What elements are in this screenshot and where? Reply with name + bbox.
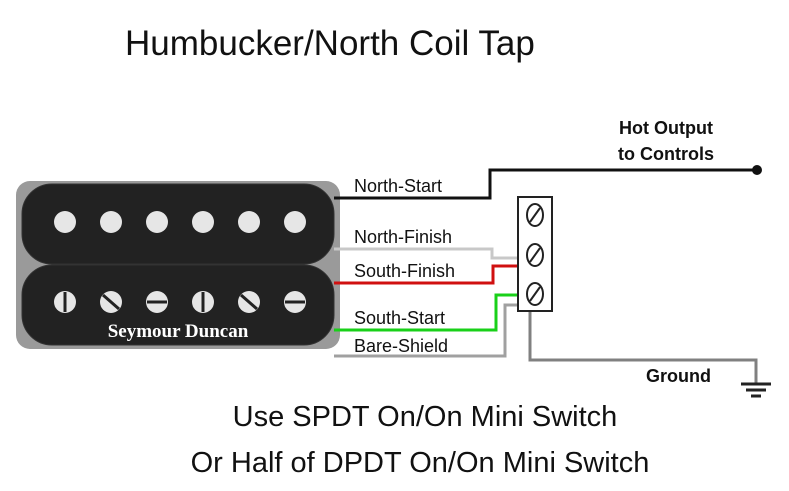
north-coil (21, 183, 335, 265)
south-start-label: South-Start (354, 308, 445, 328)
switch-lug-bottom (526, 282, 544, 306)
pole-screw (284, 291, 306, 313)
pole-screw (54, 291, 76, 313)
north-finish-wire (334, 247, 533, 260)
north-pole-pieces (54, 211, 306, 233)
pole-piece (284, 211, 306, 233)
pole-piece (100, 211, 122, 233)
pole-screw (192, 291, 214, 313)
pole-piece (146, 211, 168, 233)
north-start-wire (334, 168, 757, 200)
switch-lug-top (526, 203, 544, 227)
ground-label: Ground (646, 366, 711, 386)
ground-symbol-icon (741, 382, 771, 398)
north-finish-label: North-Finish (354, 227, 452, 247)
switch-lug-middle (526, 243, 544, 267)
pickup-brand-logo: Seymour Duncan (108, 321, 249, 342)
bare-shield-label: Bare-Shield (354, 336, 448, 356)
to-controls-label: to Controls (618, 144, 714, 164)
south-finish-label: South-Finish (354, 261, 455, 281)
output-terminal-dot (752, 165, 762, 175)
footer-line-1: Use SPDT On/On Mini Switch (233, 401, 618, 433)
hot-output-label: Hot Output (619, 118, 713, 138)
north-start-label: North-Start (354, 176, 442, 196)
pole-screw (238, 291, 260, 313)
pole-screw (100, 291, 122, 313)
south-coil (21, 264, 335, 346)
mini-switch (517, 196, 553, 312)
footer-line-2: Or Half of DPDT On/On Mini Switch (191, 447, 650, 479)
pole-screw (146, 291, 168, 313)
pole-piece (54, 211, 76, 233)
humbucker-pickup: Seymour Duncan (16, 181, 340, 349)
pole-piece (192, 211, 214, 233)
south-pole-screws (54, 291, 306, 313)
pole-piece (238, 211, 260, 233)
ground-wire (528, 305, 758, 384)
diagram-title: Humbucker/North Coil Tap (125, 24, 535, 63)
